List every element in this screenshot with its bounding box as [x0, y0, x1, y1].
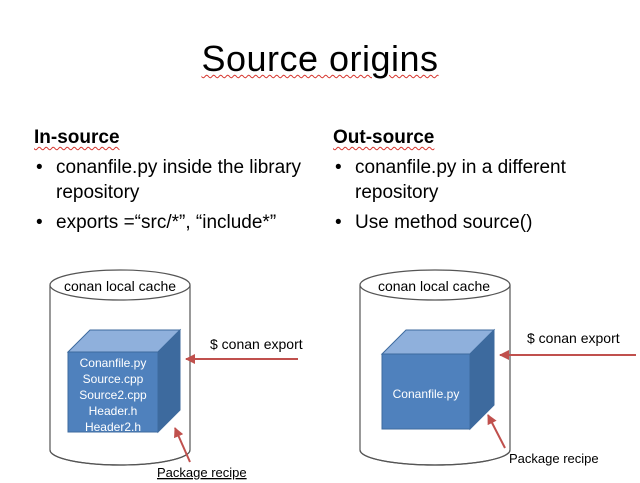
box-line: Conanfile.py — [393, 387, 460, 401]
right-package-box — [380, 328, 496, 431]
in-source-heading: In-source — [34, 127, 120, 148]
out-source-heading: Out-source — [333, 127, 435, 148]
bullet-item: exports =“src/*”, “include*” — [34, 210, 324, 235]
right-export-command: $ conan export — [527, 330, 620, 346]
left-cache-label: conan local cache — [64, 278, 176, 294]
right-cache-label: conan local cache — [378, 278, 490, 294]
bullet-item: conanfile.py in a different repository — [333, 155, 623, 205]
bullet-item: Use method source() — [333, 210, 623, 235]
box-line: Source2.cpp — [79, 388, 147, 402]
left-recipe-label: Package recipe — [157, 465, 247, 480]
out-source-bullets: conanfile.py in a different repository U… — [333, 155, 623, 235]
right-recipe-arrow — [487, 414, 506, 449]
left-export-command: $ conan export — [210, 336, 303, 352]
right-recipe-label: Package recipe — [509, 451, 599, 466]
left-recipe-arrow — [174, 427, 191, 463]
box-line: Header.h — [89, 404, 138, 418]
in-source-column: In-source conanfile.py inside the librar… — [34, 127, 324, 240]
box-line: Header2.h — [85, 420, 141, 434]
in-source-bullets: conanfile.py inside the library reposito… — [34, 155, 324, 235]
slide-title: Source origins — [201, 38, 439, 79]
out-source-column: Out-source conanfile.py in a different r… — [333, 127, 623, 240]
left-package-box — [66, 328, 182, 434]
bullet-item: conanfile.py inside the library reposito… — [34, 155, 324, 205]
box-line: Source.cpp — [83, 372, 144, 386]
box-line: Conanfile.py — [80, 356, 147, 370]
